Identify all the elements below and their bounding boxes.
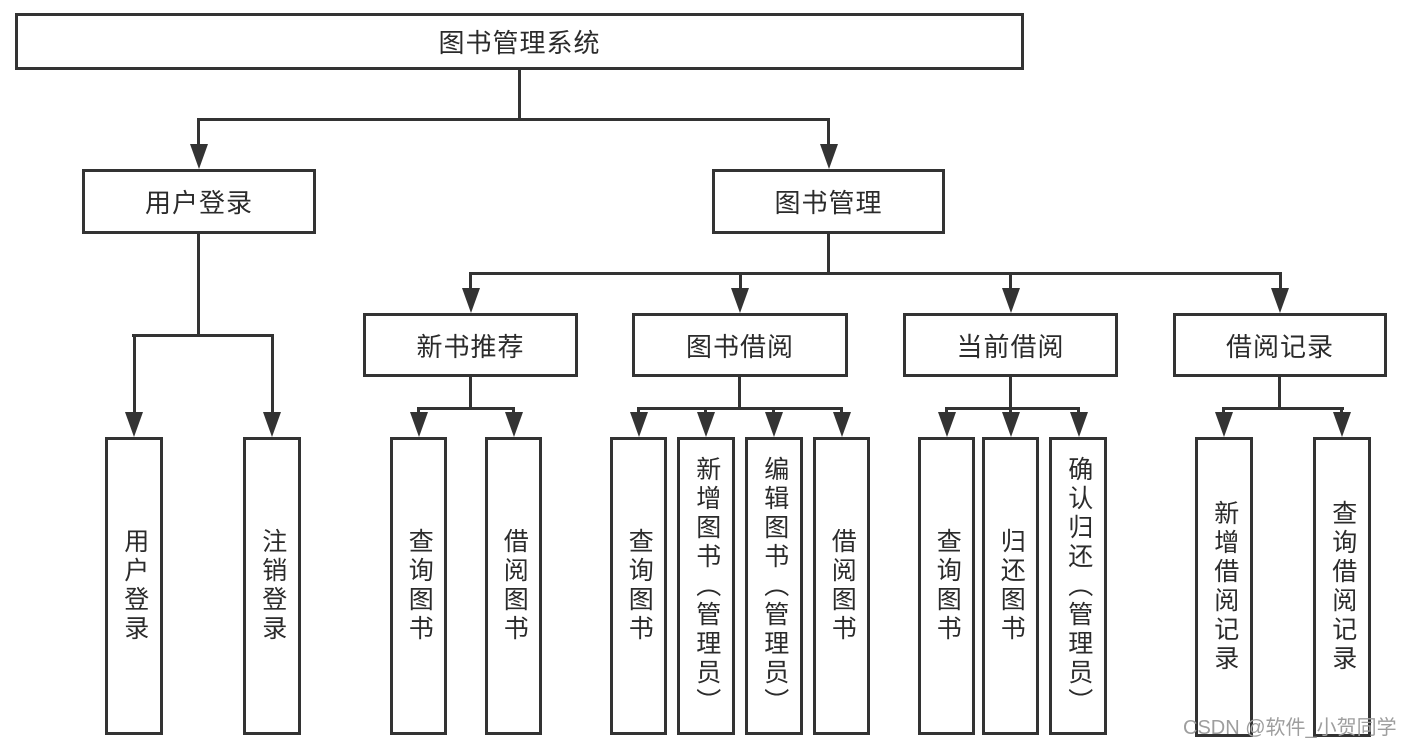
leaf-confirm-return-admin-label: 确认归还（管理员）	[1064, 455, 1093, 717]
arrowhead-down-icon	[833, 412, 851, 437]
arrowhead-down-icon	[1215, 412, 1233, 437]
csdn-watermark: CSDN @软件_小贺同学	[1183, 717, 1397, 739]
connector-records-bar	[1222, 407, 1344, 410]
connector-current-stub	[1009, 377, 1012, 409]
arrowhead-down-icon	[1002, 288, 1020, 313]
arrowhead-down-icon	[462, 288, 480, 313]
arrowhead-down-icon	[1271, 288, 1289, 313]
node-book-management-label: 图书管理	[774, 188, 883, 218]
leaf-query-borrow-record: 查询借阅记录	[1313, 437, 1371, 737]
node-user-login: 用户登录	[82, 169, 316, 234]
arrowhead-down-icon	[731, 288, 749, 313]
connector-records-stub	[1278, 377, 1281, 409]
leaf-confirm-return-admin: 确认归还（管理员）	[1049, 437, 1107, 735]
node-user-login-label: 用户登录	[144, 188, 253, 218]
connector-arrow-line	[739, 272, 742, 291]
leaf-query-books-borrow: 查询图书	[610, 437, 667, 735]
leaf-borrow-books-recommend: 借阅图书	[485, 437, 542, 735]
connector-newbook-stub	[469, 377, 472, 409]
leaf-query-books-borrow-label: 查询图书	[625, 528, 654, 644]
connector-root-bar	[197, 118, 830, 121]
leaf-add-borrow-record: 新增借阅记录	[1195, 437, 1253, 737]
connector-arrow-line	[197, 118, 200, 148]
node-borrowing-records-label: 借阅记录	[1225, 331, 1334, 362]
node-book-borrowing-label: 图书借阅	[685, 331, 794, 362]
connector-borrow-stub	[738, 377, 741, 409]
arrowhead-down-icon	[125, 412, 143, 437]
connector-borrow-bar	[637, 407, 843, 410]
connector-current-bar	[945, 407, 1080, 410]
connector-userlogin-bar	[132, 334, 273, 337]
connector-arrow-line	[133, 334, 136, 418]
arrowhead-down-icon	[765, 412, 783, 437]
leaf-query-books-current: 查询图书	[918, 437, 975, 735]
node-root: 图书管理系统	[15, 13, 1024, 70]
node-current-borrowing: 当前借阅	[903, 313, 1118, 377]
arrowhead-down-icon	[697, 412, 715, 437]
arrowhead-down-icon	[505, 412, 523, 437]
leaf-add-borrow-record-label: 新增借阅记录	[1210, 500, 1239, 674]
node-new-book-recommend: 新书推荐	[363, 313, 578, 377]
connector-bookmgmt-bar	[469, 272, 1281, 275]
arrowhead-down-icon	[630, 412, 648, 437]
leaf-borrow-books-label: 借阅图书	[828, 528, 857, 644]
leaf-query-books-recommend-label: 查询图书	[405, 528, 434, 644]
node-borrowing-records: 借阅记录	[1173, 313, 1387, 377]
leaf-query-borrow-record-label: 查询借阅记录	[1328, 500, 1357, 674]
connector-bookmgmt-stub	[827, 234, 830, 275]
node-book-borrowing: 图书借阅	[632, 313, 848, 377]
arrowhead-down-icon	[1070, 412, 1088, 437]
leaf-edit-books-admin-label: 编辑图书（管理员）	[760, 455, 789, 717]
connector-arrow-line	[827, 118, 830, 148]
node-book-management: 图书管理	[712, 169, 945, 234]
leaf-edit-books-admin: 编辑图书（管理员）	[745, 437, 803, 735]
leaf-return-books-label: 归还图书	[997, 528, 1026, 644]
leaf-logout: 注销登录	[243, 437, 301, 735]
connector-arrow-line	[1279, 272, 1282, 291]
connector-arrow-line	[469, 272, 472, 291]
leaf-add-books-admin: 新增图书（管理员）	[677, 437, 735, 735]
arrowhead-down-icon	[1333, 412, 1351, 437]
arrowhead-down-icon	[410, 412, 428, 437]
arrowhead-down-icon	[820, 144, 838, 169]
arrowhead-down-icon	[938, 412, 956, 437]
leaf-borrow-books-recommend-label: 借阅图书	[500, 528, 529, 644]
connector-arrow-line	[271, 334, 274, 418]
connector-newbook-bar	[417, 407, 515, 410]
node-root-label: 图书管理系统	[438, 28, 601, 58]
leaf-user-login-label: 用户登录	[120, 528, 149, 644]
arrowhead-down-icon	[263, 412, 281, 437]
leaf-user-login: 用户登录	[105, 437, 163, 735]
connector-root-stub	[518, 70, 521, 121]
leaf-query-books-current-label: 查询图书	[933, 528, 962, 644]
connector-arrow-line	[1009, 272, 1012, 291]
leaf-logout-label: 注销登录	[258, 528, 287, 644]
node-current-borrowing-label: 当前借阅	[956, 331, 1065, 362]
node-new-book-recommend-label: 新书推荐	[416, 331, 525, 362]
connector-userlogin-stub	[197, 234, 200, 337]
leaf-borrow-books: 借阅图书	[813, 437, 870, 735]
arrowhead-down-icon	[1002, 412, 1020, 437]
leaf-add-books-admin-label: 新增图书（管理员）	[692, 455, 721, 717]
arrowhead-down-icon	[190, 144, 208, 169]
leaf-return-books: 归还图书	[982, 437, 1039, 735]
leaf-query-books-recommend: 查询图书	[390, 437, 447, 735]
